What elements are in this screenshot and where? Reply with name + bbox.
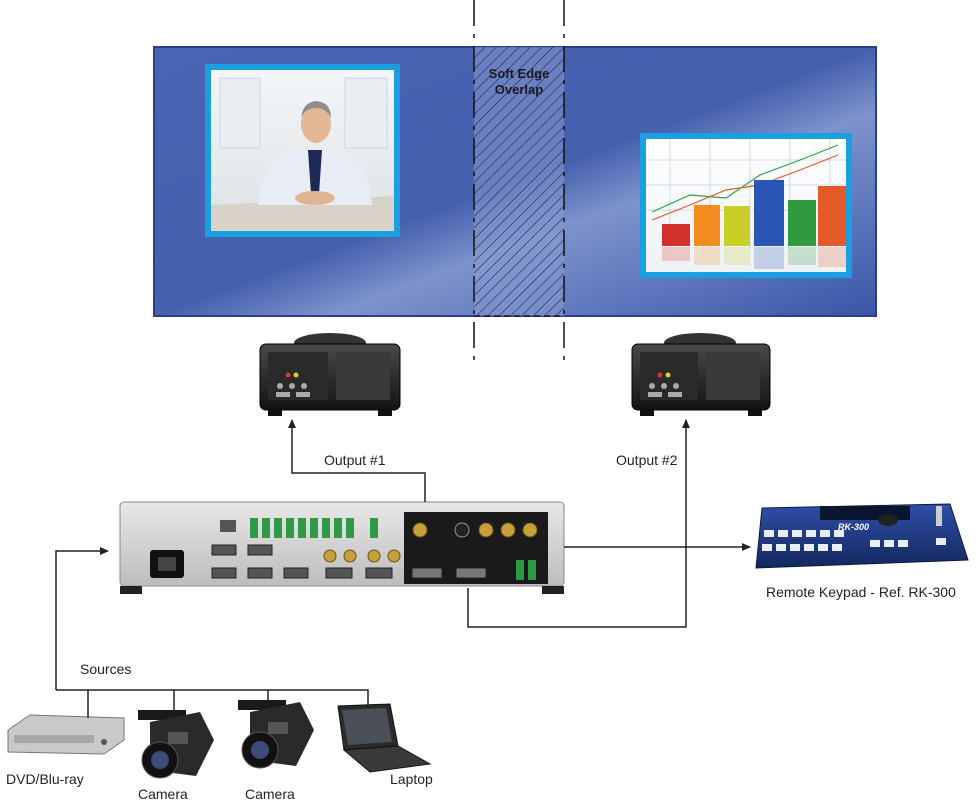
dvd-bluray-player <box>7 714 125 755</box>
projector-1 <box>259 333 401 416</box>
dvd-bluray-label: DVD/Blu-ray <box>6 771 84 787</box>
sources-label: Sources <box>80 661 132 677</box>
remote-keypad-label: Remote Keypad - Ref. RK-300 <box>766 584 956 600</box>
projector-2 <box>631 333 771 416</box>
soft-edge-overlap-zone <box>473 0 565 362</box>
laptop <box>337 703 432 773</box>
businessman-photo <box>205 64 400 237</box>
bar-chart-graphic <box>640 133 852 278</box>
overlap-label-line1: Soft Edge <box>488 66 550 81</box>
laptop-label: Laptop <box>390 771 433 787</box>
camera-1-label: Camera <box>138 786 188 802</box>
overlap-label-line2: Overlap <box>494 82 544 97</box>
remote-keypad-rk300 <box>755 503 969 569</box>
camera-2-label: Camera <box>245 786 295 802</box>
soft-edge-overlap-label: Soft Edge Overlap <box>474 66 564 98</box>
connection-lines <box>55 419 751 718</box>
output-1-label: Output #1 <box>324 452 386 468</box>
output-2-label: Output #2 <box>616 452 678 468</box>
camera-2 <box>238 700 314 769</box>
keypad-model-text: RK-300 <box>838 522 870 532</box>
processor-rear-panel <box>119 501 565 594</box>
camera-1 <box>138 710 214 779</box>
